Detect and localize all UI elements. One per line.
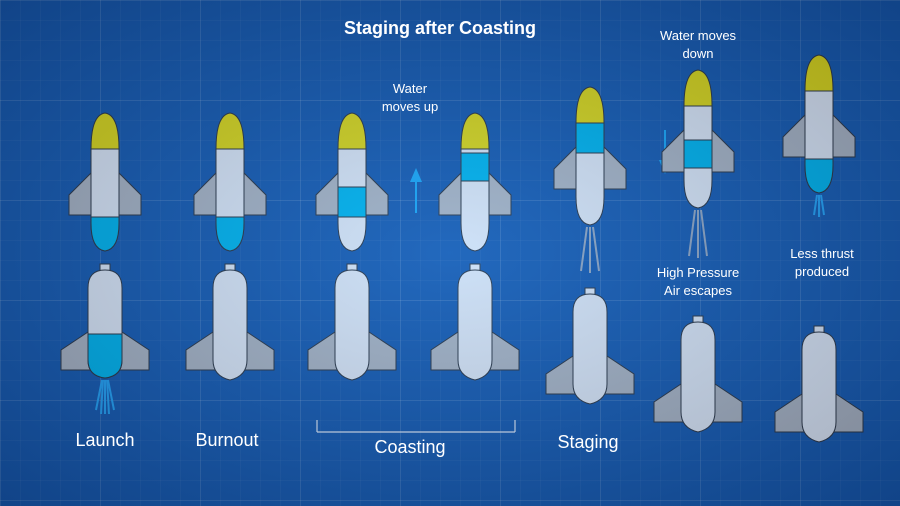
label-staging: Staging xyxy=(557,432,619,452)
air-spray-icon xyxy=(580,226,600,273)
note-thrust-line2: produced xyxy=(794,264,850,279)
diagram-title: Staging after Coasting xyxy=(343,18,536,38)
rocket-air-lower xyxy=(653,315,743,433)
rocket-thrust-lower xyxy=(774,325,864,443)
note-water-up-line2: moves up xyxy=(381,99,439,114)
rocket-air-upper xyxy=(661,69,735,258)
rocket-thrust-upper xyxy=(782,54,856,217)
rocket-launch-lower xyxy=(60,263,150,415)
rocket-coasting2-lower xyxy=(430,263,520,381)
note-water-up-line1: Water xyxy=(392,81,428,96)
note-air-line1: High Pressure xyxy=(656,265,740,280)
air-spray-icon xyxy=(688,209,708,258)
water-spray-icon xyxy=(95,379,115,415)
note-water-down-line1: Water moves xyxy=(659,28,737,43)
rocket-staging-lower xyxy=(545,287,635,405)
rocket-coasting1-lower xyxy=(307,263,397,381)
water-spray-icon xyxy=(813,194,825,217)
note-water-down-line2: down xyxy=(682,46,714,61)
label-coasting: Coasting xyxy=(374,437,446,457)
rocket-burnout-upper xyxy=(193,112,267,252)
note-water-up: Water moves up xyxy=(360,80,460,116)
arrow-up-icon xyxy=(410,168,422,213)
note-water-down: Water moves down xyxy=(633,27,763,63)
note-air-escapes: High Pressure Air escapes xyxy=(633,264,763,300)
rocket-launch-upper xyxy=(68,112,142,252)
note-air-line2: Air escapes xyxy=(664,283,732,298)
note-thrust-line1: Less thrust xyxy=(790,246,854,261)
rocket-staging-upper xyxy=(553,86,627,273)
note-less-thrust: Less thrust produced xyxy=(767,245,877,281)
coasting-bracket xyxy=(316,420,516,433)
rocket-coasting2-upper xyxy=(438,112,512,252)
rocket-coasting1-upper xyxy=(315,112,389,252)
label-burnout: Burnout xyxy=(195,430,259,450)
rocket-burnout-lower xyxy=(185,263,275,381)
label-launch: Launch xyxy=(75,430,135,450)
